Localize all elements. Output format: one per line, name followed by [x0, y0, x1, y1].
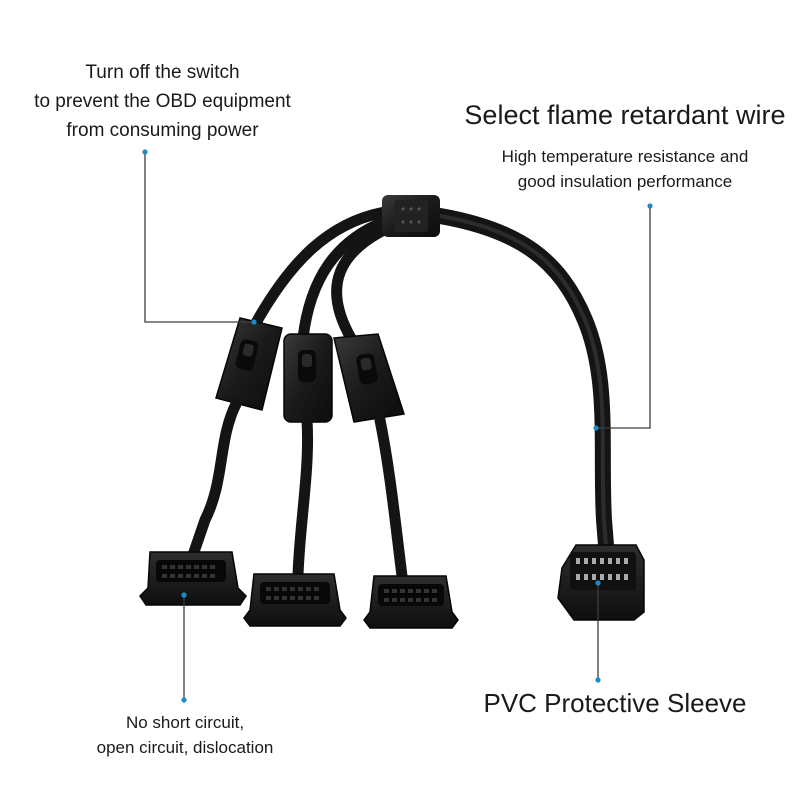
sleeve-callout: PVC Protective Sleeve	[483, 688, 747, 718]
male-plug	[557, 544, 645, 621]
main-cable	[432, 208, 614, 553]
wire-callout-subtitle: High temperature resistance and good ins…	[465, 144, 785, 194]
switch-left	[215, 317, 283, 411]
switch-right	[333, 333, 405, 423]
wire-callout-title: Select flame retardant wire	[464, 100, 786, 130]
junction-hub	[382, 195, 440, 237]
switch-callout-line: to prevent the OBD equipment	[34, 91, 291, 112]
circuit-callout-line: open circuit, dislocation	[96, 738, 274, 757]
socket-cables	[188, 398, 408, 582]
female-socket-left	[139, 551, 247, 606]
female-socket-right	[363, 575, 459, 629]
wire-callout-line: High temperature resistance and	[501, 147, 749, 166]
branch-cables	[246, 206, 398, 346]
leader-lines	[144, 152, 651, 700]
female-socket-middle	[243, 573, 347, 627]
wire-callout-line: good insulation performance	[517, 172, 733, 191]
switch-callout-line: from consuming power	[66, 120, 259, 141]
leader-dots	[142, 149, 653, 703]
switch-middle	[283, 333, 333, 423]
switch-callout: Turn off the switch to prevent the OBD e…	[0, 58, 325, 145]
circuit-callout-line: No short circuit,	[125, 713, 245, 732]
switch-callout-line: Turn off the switch	[85, 62, 240, 83]
circuit-callout: No short circuit, open circuit, dislocat…	[30, 710, 340, 760]
